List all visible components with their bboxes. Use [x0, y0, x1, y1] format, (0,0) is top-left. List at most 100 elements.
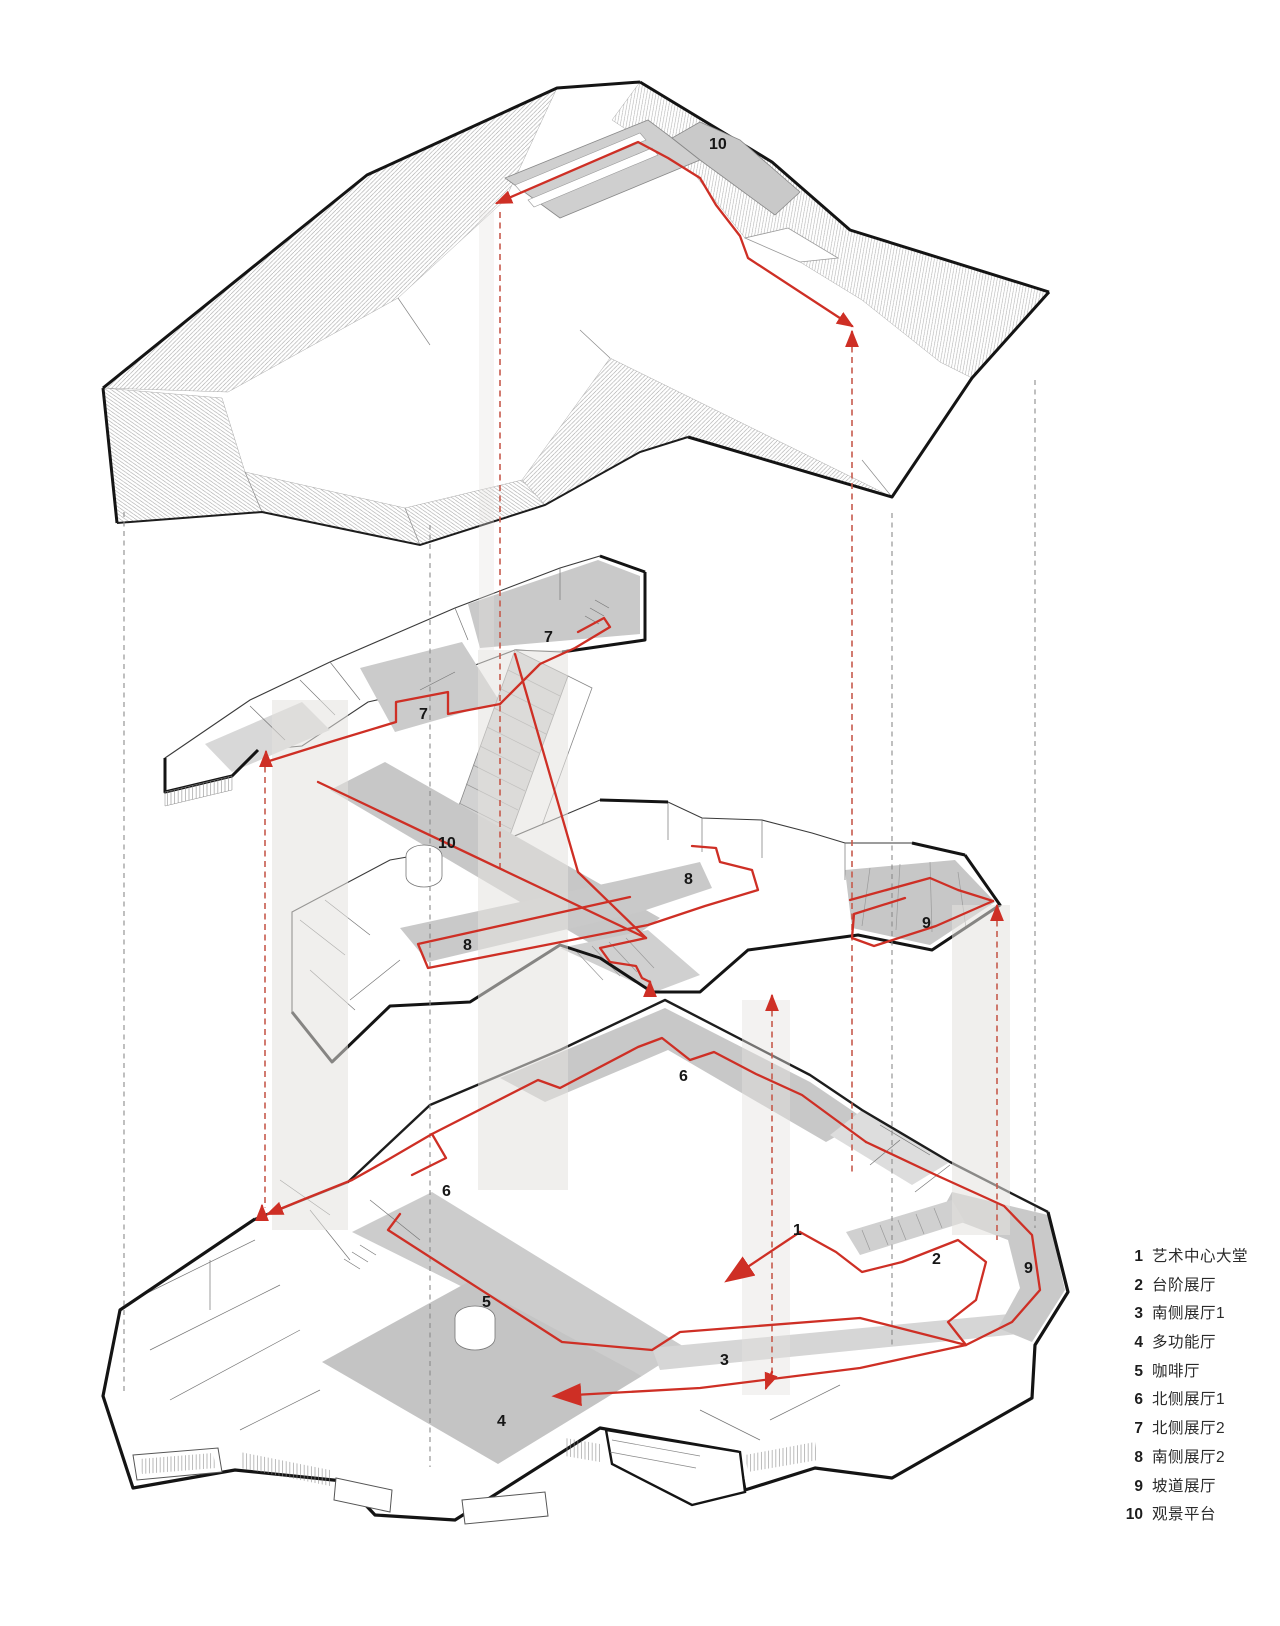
- red-path-wing9-return: [850, 896, 995, 948]
- red-path-cascade: [598, 936, 652, 984]
- vertical-light-bands: [272, 210, 1010, 1395]
- red-path-bridge: [513, 652, 648, 940]
- legend-item-3: 3 南侧展厅1: [1093, 1300, 1248, 1329]
- legend-number: 1: [1134, 1248, 1143, 1265]
- floor-label-l2-8b: 8: [463, 937, 472, 954]
- legend-item-6: 6 北侧展厅1: [1093, 1386, 1248, 1415]
- legend-label: 台阶展厅: [1152, 1276, 1217, 1294]
- legend-number: 4: [1134, 1334, 1143, 1352]
- ground-floor-hall-4: [322, 1282, 642, 1464]
- middle-floor-cascade: [560, 930, 700, 992]
- ground-floor-corridor-5: [352, 1192, 686, 1376]
- floor-label-l1-6a: 6: [679, 1068, 688, 1085]
- red-path-upper: [259, 616, 612, 767]
- ground-floor-corridor-3: [652, 1312, 1038, 1370]
- floor-label-roof-10: 10: [709, 136, 727, 153]
- red-path-band10: [316, 780, 648, 940]
- ground-floor-front-edge: [101, 1211, 1070, 1522]
- red-arrow-dashed-772-down: [764, 1370, 778, 1391]
- upper-floor-hall-7a: [468, 560, 640, 648]
- legend-label: 多功能厅: [1152, 1334, 1217, 1352]
- red-path-6b-jog: [410, 1132, 448, 1177]
- legend-label: 北侧展厅1: [1152, 1391, 1226, 1409]
- legend-label: 咖啡厅: [1152, 1362, 1201, 1380]
- facade-window-box-1-hatch: [139, 1453, 216, 1474]
- ground-floor-cascade-2: [846, 1200, 965, 1255]
- light-band-left: [272, 700, 348, 1230]
- red-path-roof: [494, 140, 854, 328]
- entrance-ramp: [604, 1428, 747, 1507]
- floor-label-l3-7a: 7: [544, 629, 553, 646]
- legend: 1 艺术中心大堂 2 台阶展厅 3 南侧展厅1 4 多功能厅 5 咖啡厅 6 北…: [1093, 1243, 1248, 1530]
- red-path-corridor3-return: [551, 1343, 968, 1407]
- facade-hatch-strip-3: [745, 1442, 818, 1472]
- ground-floor-ramp-9: [940, 1192, 1065, 1342]
- legend-item-1: 1 艺术中心大堂: [1093, 1243, 1248, 1272]
- roof-front-edge: [101, 80, 1051, 524]
- floor-label-l1-9: 9: [1024, 1260, 1033, 1277]
- red-path-corridor5: [386, 1212, 968, 1352]
- floor-label-l2-9: 9: [922, 915, 931, 932]
- red-path-corridor6: [265, 1036, 868, 1216]
- floor-label-l1-4: 4: [497, 1413, 506, 1430]
- legend-item-4: 4 多功能厅: [1093, 1329, 1248, 1358]
- legend-item-9: 9 坡道展厅: [1093, 1473, 1248, 1502]
- light-band-right: [952, 905, 1010, 1235]
- legend-number: 8: [1134, 1448, 1143, 1466]
- legend-item-7: 7 北侧展厅2: [1093, 1415, 1248, 1444]
- legend-label: 艺术中心大堂: [1152, 1248, 1249, 1265]
- roof-front-edge-bottom: [116, 436, 689, 547]
- facade-window-box-2: [333, 1477, 393, 1513]
- red-path-hall8-loop: [416, 844, 760, 970]
- floor-label-l3-7b: 7: [419, 706, 428, 723]
- red-circulation-paths: [255, 140, 1042, 1407]
- dashed-drop-lines: [123, 212, 1036, 1467]
- floor-label-l1-6b: 6: [442, 1183, 451, 1200]
- middle-floor-front-edge: [290, 798, 1002, 1064]
- ground-floor-top-edge: [254, 998, 1049, 1221]
- legend-number: 9: [1134, 1477, 1143, 1495]
- light-band-lobby: [742, 1000, 790, 1395]
- legend-item-2: 2 台阶展厅: [1093, 1272, 1248, 1301]
- column-drum-body: [405, 856, 443, 888]
- legend-item-8: 8 南侧展厅2: [1093, 1444, 1248, 1473]
- upper-floor-facade-hatch: [164, 775, 233, 807]
- floor-label-l1-3: 3: [720, 1352, 729, 1369]
- floor-label-l2-8a: 8: [684, 871, 693, 888]
- roof-fold-lines: [244, 297, 893, 546]
- legend-label: 南侧展厅2: [1152, 1448, 1226, 1466]
- legend-number: 10: [1125, 1506, 1143, 1524]
- ground-floor-corridor-6: [500, 1008, 866, 1142]
- legend-number: 2: [1134, 1276, 1143, 1294]
- floor-label-l3-10: 10: [438, 835, 456, 852]
- legend-label: 南侧展厅1: [1152, 1305, 1226, 1323]
- legend-number: 7: [1134, 1420, 1143, 1438]
- ground-floor-level: [101, 998, 1070, 1525]
- legend-label: 坡道展厅: [1152, 1477, 1217, 1495]
- legend-number: 6: [1134, 1391, 1143, 1409]
- legend-item-10: 10 观景平台: [1093, 1501, 1248, 1530]
- facade-window-box-3: [461, 1491, 549, 1525]
- facade-hatch-strip-1: [240, 1452, 330, 1486]
- floor-label-l1-2: 2: [932, 1251, 941, 1268]
- legend-label: 北侧展厅2: [1152, 1420, 1226, 1438]
- legend-label: 观景平台: [1152, 1506, 1217, 1524]
- red-path-entry-arrow: [724, 1230, 802, 1283]
- red-path-right-loop: [798, 1140, 1042, 1347]
- middle-floor-ramp-9-lines: [861, 861, 967, 933]
- legend-item-5: 5 咖啡厅: [1093, 1358, 1248, 1387]
- light-band-center-narrow: [479, 210, 494, 650]
- floor-label-l1-5: 5: [482, 1294, 491, 1311]
- floor-label-l1-1: 1: [793, 1222, 802, 1239]
- ground-floor-cascade-2-steps: [861, 1207, 943, 1251]
- roof-level: [101, 80, 1051, 547]
- column-drum-ground-body: [454, 1318, 496, 1351]
- legend-number: 3: [1134, 1305, 1143, 1323]
- floor-number-labels: 10 7 7 10 8 8 9 6 6 1 2 9 5 3 4: [419, 136, 1033, 1430]
- red-path-wing9: [848, 876, 995, 903]
- legend-number: 5: [1134, 1362, 1143, 1380]
- entrance-ramp-lines: [609, 1439, 701, 1469]
- facade-hatch-strip-2: [565, 1438, 600, 1462]
